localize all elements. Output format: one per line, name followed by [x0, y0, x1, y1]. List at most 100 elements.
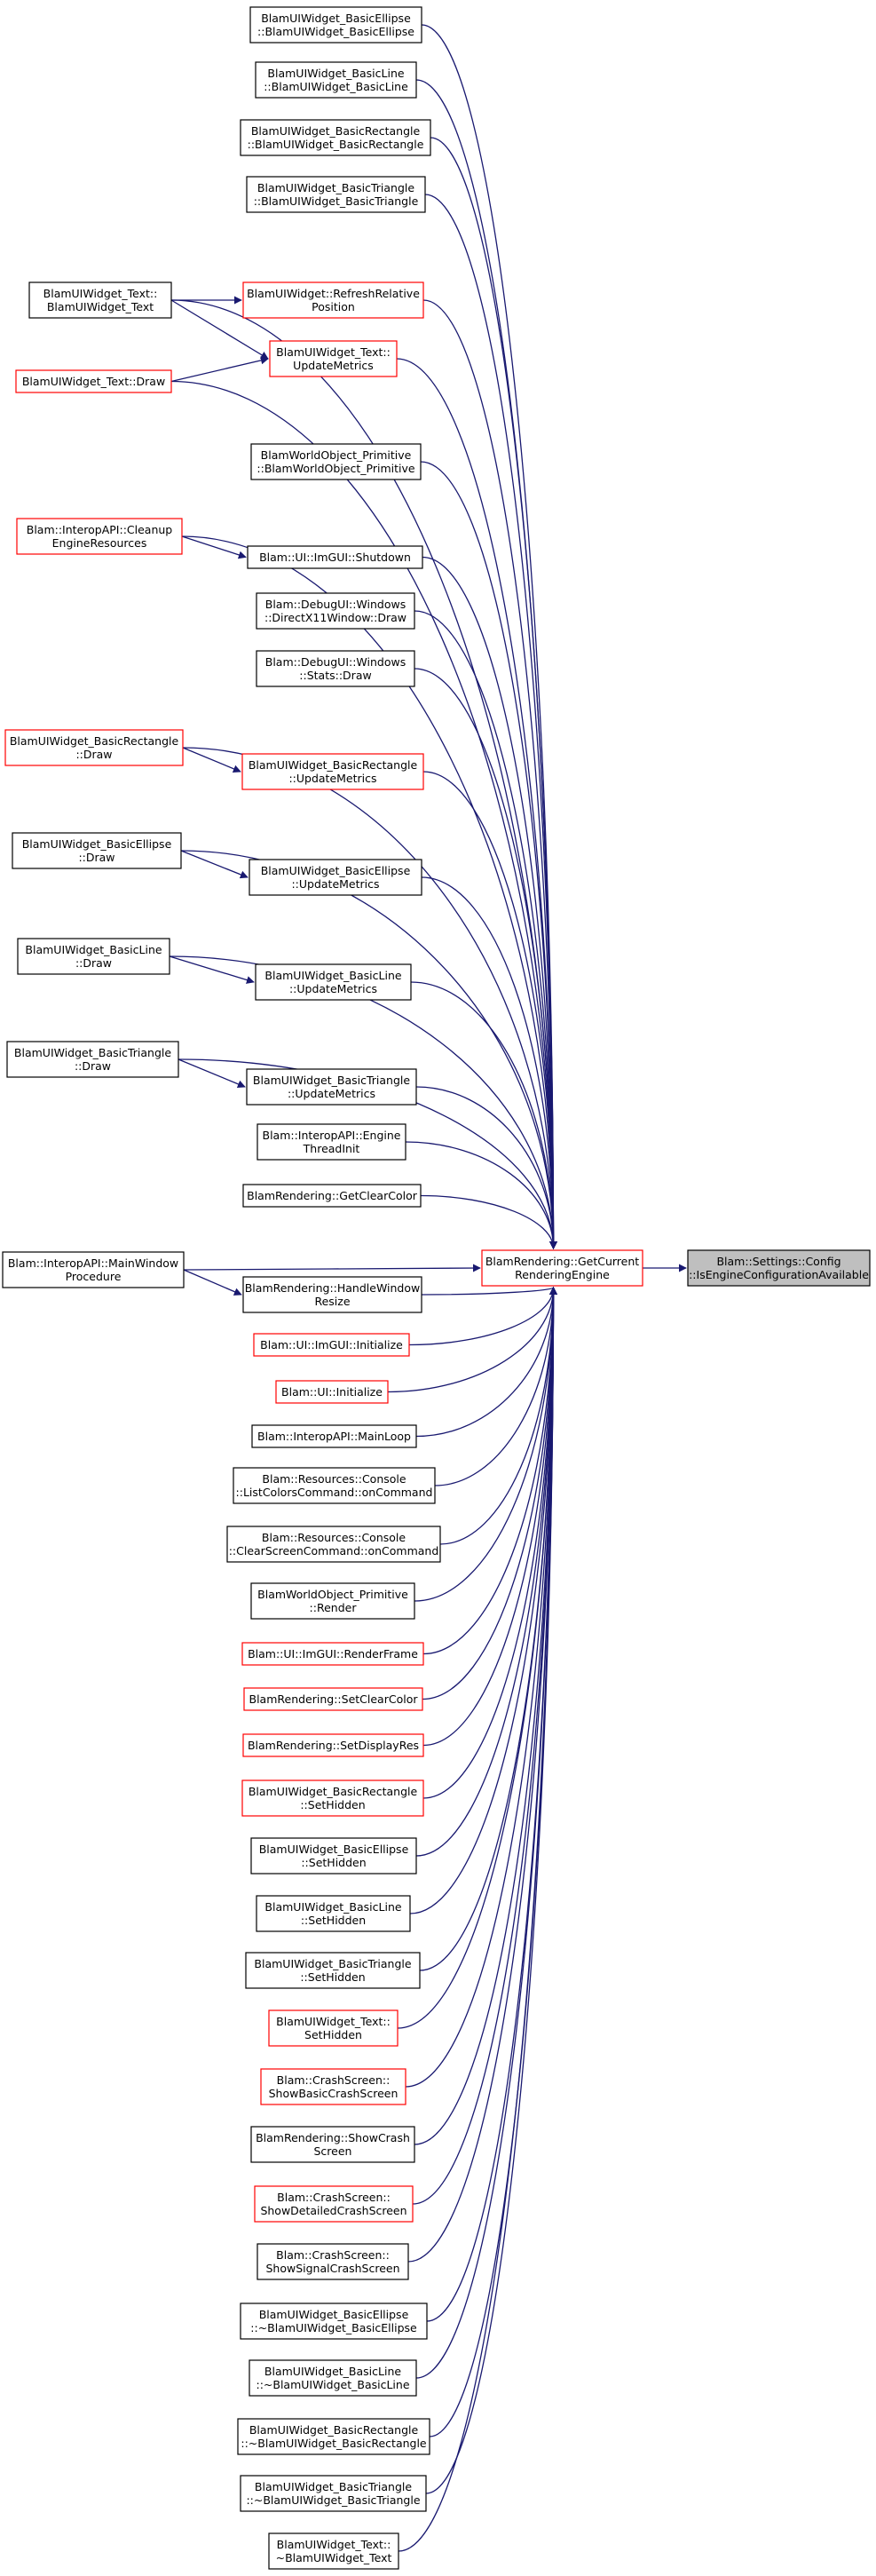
node-bt_dtor[interactable]: BlamUIWidget_BasicTriangle::~BlamUIWidge… — [240, 2475, 427, 2512]
node-label-line: ::BlamUIWidget_BasicLine — [264, 80, 408, 93]
node-stats_draw[interactable]: Blam::DebugUI::Windows::Stats::Draw — [256, 650, 415, 687]
node-br_dtor[interactable]: BlamUIWidget_BasicRectangle::~BlamUIWidg… — [237, 2418, 430, 2455]
node-box — [233, 1467, 436, 1504]
node-set_display[interactable]: BlamRendering::SetDisplayRes — [242, 1733, 424, 1757]
node-mainloop[interactable]: Blam::InteropAPI::MainLoop — [251, 1424, 417, 1448]
node-label-line: ::Stats::Draw — [299, 669, 371, 682]
edge-br_draw-to-br_um — [182, 747, 241, 773]
node-text_hidden[interactable]: BlamUIWidget_Text::SetHidden — [268, 2009, 399, 2047]
node-label-line: BlamUIWidget_BasicRectangle — [249, 2423, 419, 2437]
node-label-line: BlamUIWidget_Text:: — [276, 2015, 391, 2028]
edge-imgui_init-to-getcurrent — [408, 1287, 557, 1346]
node-be_ctor[interactable]: BlamUIWidget_BasicEllipse::BlamUIWidget_… — [249, 6, 422, 44]
node-ui_init[interactable]: Blam::UI::Initialize — [275, 1380, 389, 1404]
node-box — [28, 281, 172, 319]
node-be_dtor[interactable]: BlamUIWidget_BasicEllipse::~BlamUIWidget… — [240, 2303, 428, 2340]
edge-handle_resize-to-getcurrent — [421, 1287, 557, 1296]
node-label-line: BlamRendering::HandleWindow — [245, 1281, 421, 1295]
node-box — [687, 1249, 871, 1287]
node-box — [242, 1184, 422, 1208]
node-br_draw[interactable]: BlamUIWidget_BasicRectangle::Draw — [4, 729, 184, 766]
node-box — [255, 963, 412, 1001]
node-text_ctor[interactable]: BlamUIWidget_Text::BlamUIWidget_Text — [28, 281, 172, 319]
node-get_clear[interactable]: BlamRendering::GetClearColor — [242, 1184, 422, 1208]
node-label-line: ::UpdateMetrics — [289, 982, 377, 995]
node-bl_hidden[interactable]: BlamUIWidget_BasicLine::SetHidden — [256, 1895, 411, 1932]
node-label-line: ::~BlamUIWidget_BasicTriangle — [246, 2493, 420, 2507]
node-label-line: ::Draw — [75, 1059, 111, 1073]
node-listcolors[interactable]: Blam::Resources::Console::ListColorsComm… — [233, 1467, 436, 1504]
node-dx11_draw[interactable]: Blam::DebugUI::Windows::DirectX11Window:… — [256, 592, 415, 630]
node-bt_hidden[interactable]: BlamUIWidget_BasicTriangle::SetHidden — [245, 1952, 421, 1989]
node-bt_draw[interactable]: BlamUIWidget_BasicTriangle::Draw — [6, 1041, 179, 1078]
node-imgui_init[interactable]: Blam::UI::ImGUI::Initialize — [253, 1333, 410, 1357]
node-bl_draw[interactable]: BlamUIWidget_BasicLine::Draw — [17, 938, 170, 975]
node-detailed_crash[interactable]: Blam::CrashScreen::ShowDetailedCrashScre… — [254, 2185, 414, 2223]
node-label-line: BlamUIWidget_BasicRectangle — [10, 734, 179, 748]
node-box — [253, 1333, 410, 1357]
node-br_hidden[interactable]: BlamUIWidget_BasicRectangle::SetHidden — [241, 1779, 424, 1817]
edge-text_ctor-to-text_um — [170, 299, 269, 360]
node-bl_ctor[interactable]: BlamUIWidget_BasicLine::BlamUIWidget_Bas… — [255, 61, 417, 99]
edge-bt_um-to-getcurrent — [415, 1086, 557, 1249]
node-wo_ctor[interactable]: BlamWorldObject_Primitive::BlamWorldObje… — [250, 443, 422, 480]
node-wo_render[interactable]: BlamWorldObject_Primitive::Render — [250, 1582, 415, 1620]
node-box — [242, 281, 424, 319]
edge-basic_crash-to-getcurrent — [405, 1287, 557, 2088]
edge-br_um-to-getcurrent — [422, 771, 557, 1249]
node-clearscreen[interactable]: Blam::Resources::Console::ClearScreenCom… — [226, 1526, 441, 1563]
node-bl_dtor[interactable]: BlamUIWidget_BasicLine::~BlamUIWidget_Ba… — [249, 2359, 417, 2397]
node-label-line: BlamUIWidget_BasicLine — [264, 1900, 401, 1914]
node-label-line: BlamRendering::SetClearColor — [249, 1692, 419, 1706]
node-label-line: Blam::DebugUI::Windows — [265, 655, 406, 669]
edge-bl_draw-to-bl_um — [169, 955, 255, 984]
node-box — [240, 2303, 428, 2340]
node-label-line: BlamUIWidget_BasicTriangle — [14, 1046, 171, 1059]
node-label-line: Blam::Resources::Console — [262, 1531, 406, 1544]
node-imgui_shutdown[interactable]: Blam::UI::ImGUI::Shutdown — [247, 545, 423, 569]
node-set_clear[interactable]: BlamRendering::SetClearColor — [243, 1687, 423, 1711]
node-box — [17, 938, 170, 975]
node-label-line: BlamUIWidget_Text:: — [276, 345, 391, 359]
node-label-line: BlamUIWidget_BasicLine — [264, 969, 401, 982]
node-label-line: Blam::InteropAPI::MainLoop — [257, 1430, 411, 1443]
node-be_draw[interactable]: BlamUIWidget_BasicEllipse::Draw — [12, 832, 182, 869]
node-label-line: Blam::Resources::Console — [262, 1472, 406, 1486]
node-br_ctor[interactable]: BlamUIWidget_BasicRectangle::BlamUIWidge… — [240, 119, 431, 156]
node-box — [250, 1837, 417, 1875]
node-signal_crash[interactable]: Blam::CrashScreen::ShowSignalCrashScreen — [256, 2243, 409, 2280]
node-bt_um[interactable]: BlamUIWidget_BasicTriangle::UpdateMetric… — [246, 1068, 417, 1106]
node-label-line: ::SetHidden — [300, 1970, 365, 1984]
node-basic_crash[interactable]: Blam::CrashScreen::ShowBasicCrashScreen — [260, 2068, 406, 2105]
node-box — [256, 592, 415, 630]
node-label-line: ::~BlamUIWidget_BasicRectangle — [241, 2437, 427, 2450]
node-label-line: BlamWorldObject_Primitive — [257, 1588, 408, 1601]
node-text_dtor[interactable]: BlamUIWidget_Text::~BlamUIWidget_Text — [268, 2532, 399, 2570]
node-box — [254, 2185, 414, 2223]
node-isengine[interactable]: Blam::Settings::Config::IsEngineConfigur… — [687, 1249, 871, 1287]
node-bl_um[interactable]: BlamUIWidget_BasicLine::UpdateMetrics — [255, 963, 412, 1001]
edge-set_display-to-getcurrent — [422, 1287, 557, 1747]
node-renderframe[interactable]: Blam::UI::ImGUI::RenderFrame — [241, 1642, 424, 1666]
node-label-line: BlamUIWidget_Text — [47, 300, 154, 313]
node-bt_ctor[interactable]: BlamUIWidget_BasicTriangle::BlamUIWidget… — [246, 176, 426, 213]
node-box — [249, 6, 422, 44]
node-text_um[interactable]: BlamUIWidget_Text::UpdateMetrics — [269, 340, 398, 377]
node-text_draw[interactable]: BlamUIWidget_Text::Draw — [15, 369, 172, 393]
node-be_um[interactable]: BlamUIWidget_BasicEllipse::UpdateMetrics — [249, 859, 422, 896]
node-label-line: ~BlamUIWidget_Text — [276, 2551, 392, 2564]
node-box — [241, 1779, 424, 1817]
edge-text_draw-to-text_um — [170, 356, 269, 383]
edge-listcolors-to-getcurrent — [434, 1287, 557, 1486]
node-label-line: ::ClearScreenCommand::onCommand — [229, 1544, 439, 1557]
node-box — [260, 2068, 406, 2105]
node-be_hidden[interactable]: BlamUIWidget_BasicEllipse::SetHidden — [250, 1837, 417, 1875]
node-br_um[interactable]: BlamUIWidget_BasicRectangle::UpdateMetri… — [241, 753, 424, 790]
